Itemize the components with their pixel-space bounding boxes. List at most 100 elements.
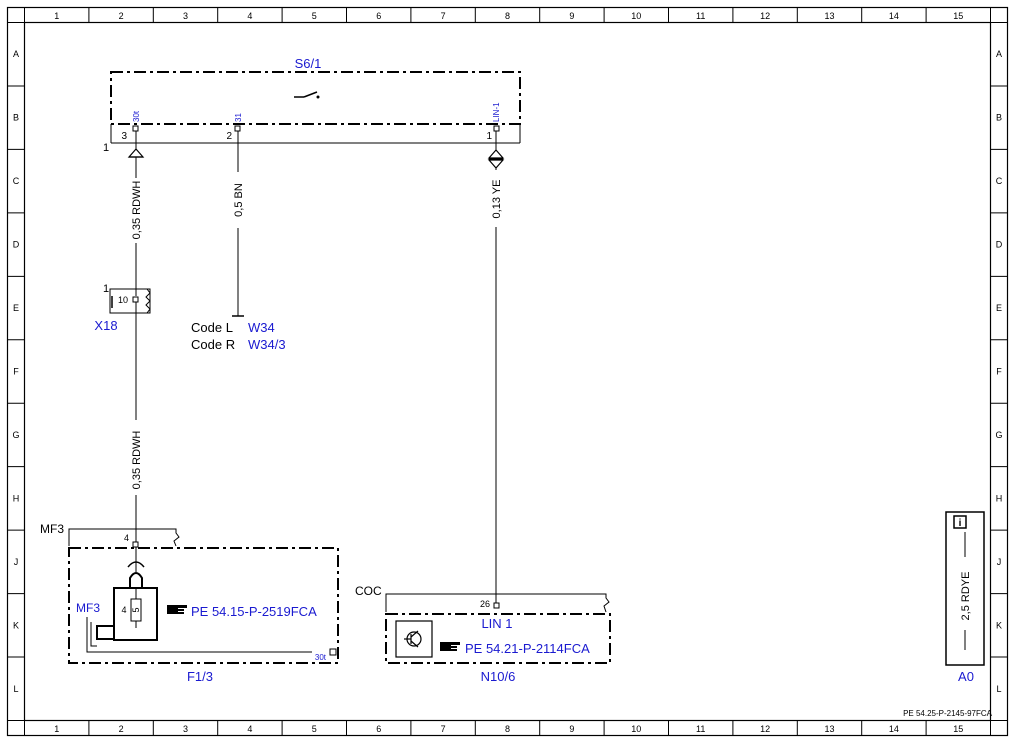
row-letter: L xyxy=(13,684,18,694)
row-letter: C xyxy=(996,176,1003,186)
fuse-rating: 5 xyxy=(131,607,141,612)
row-letter: J xyxy=(14,557,19,567)
connector-arrow-icon xyxy=(127,148,145,158)
legend-label: A0 xyxy=(958,669,974,684)
f1-3-label: F1/3 xyxy=(187,669,213,684)
row-letter: K xyxy=(13,620,19,630)
reference-hand-icon xyxy=(167,605,187,614)
column-number: 5 xyxy=(312,11,317,21)
code-r-value: W34/3 xyxy=(248,337,286,352)
column-number: 8 xyxy=(505,11,510,21)
column-number: 14 xyxy=(889,11,899,21)
column-number: 12 xyxy=(760,724,770,734)
column-number: 3 xyxy=(183,11,188,21)
row-letter: B xyxy=(13,113,19,123)
s6-1-box xyxy=(110,71,521,125)
pin-terminal xyxy=(132,541,139,548)
row-letter: E xyxy=(996,303,1002,313)
row-letter: G xyxy=(12,430,19,440)
pin-number-3: 3 xyxy=(121,131,127,142)
s6-1-ground-ref: 1 xyxy=(103,142,109,154)
column-number: 7 xyxy=(441,11,446,21)
column-number: 9 xyxy=(569,724,574,734)
pin-name-lin-1: LIN-1 xyxy=(492,102,501,122)
column-number: 1 xyxy=(54,11,59,21)
info-icon-glyph: i xyxy=(959,518,962,529)
column-number: 13 xyxy=(824,724,834,734)
legend-wire: 2,5 RDYE xyxy=(960,572,972,621)
reference-hand-icon xyxy=(440,642,460,651)
column-number: 14 xyxy=(889,724,899,734)
info-icon xyxy=(953,515,967,529)
f1-3-pin: 4 xyxy=(124,533,129,543)
n10-6-bus: LIN 1 xyxy=(481,616,512,631)
column-number: 2 xyxy=(119,11,124,21)
row-letter: K xyxy=(996,620,1002,630)
row-letter: F xyxy=(13,367,19,377)
fuse-pin: 4 xyxy=(121,605,126,615)
pin-name-30t: 30t xyxy=(132,110,141,122)
f1-3-reference: PE 54.15-P-2519FCA xyxy=(191,604,317,619)
pin-number-1: 1 xyxy=(486,131,492,142)
column-number: 1 xyxy=(54,724,59,734)
pin-terminal xyxy=(329,648,337,656)
f1-3-connector-label: MF3 xyxy=(40,522,64,536)
column-number: 15 xyxy=(953,724,963,734)
column-number: 4 xyxy=(247,11,252,21)
column-number: 9 xyxy=(569,11,574,21)
pin-name-31: 31 xyxy=(234,113,243,122)
column-ruler: 1122334455667788991010111112121313141415… xyxy=(24,7,991,736)
x18-pin: 10 xyxy=(118,295,128,305)
drawing-number: PE 54.25-P-2145-97FCA xyxy=(903,709,993,718)
column-number: 5 xyxy=(312,724,317,734)
row-letter: D xyxy=(13,240,20,250)
pin-terminal xyxy=(132,125,139,132)
n10-6-connector-label: COC xyxy=(355,584,382,598)
fuse-icon xyxy=(96,547,158,641)
code-r-label: Code R xyxy=(191,337,235,352)
row-letter: F xyxy=(996,367,1002,377)
code-l-value: W34 xyxy=(248,320,275,335)
wire-label-0-35-rdwh: 0,35 RDWH xyxy=(131,181,143,240)
legend-box xyxy=(945,511,985,666)
inner-frame xyxy=(23,21,992,722)
column-number: 15 xyxy=(953,11,963,21)
row-letter: H xyxy=(13,493,20,503)
mf3-connector-outline xyxy=(68,528,180,547)
column-number: 10 xyxy=(631,724,641,734)
f1-3-box xyxy=(68,547,339,664)
row-letter: A xyxy=(13,49,19,59)
column-number: 6 xyxy=(376,724,381,734)
pin-terminal xyxy=(234,125,241,132)
break-symbol xyxy=(145,288,151,314)
f1-3-out-pin: 30t xyxy=(315,653,327,662)
column-number: 6 xyxy=(376,11,381,21)
n10-6-label: N10/6 xyxy=(481,669,516,684)
row-letter: L xyxy=(996,684,1001,694)
wire-label-0-5-bn: 0,5 BN xyxy=(233,183,245,217)
x18-connector xyxy=(109,288,151,314)
wire-label-0-35-rdwh: 0,35 RDWH xyxy=(131,431,143,490)
column-number: 10 xyxy=(631,11,641,21)
row-letter: D xyxy=(996,240,1003,250)
mf3-ground-line xyxy=(86,617,312,653)
column-number: 3 xyxy=(183,724,188,734)
n10-6-reference: PE 54.21-P-2114FCA xyxy=(465,641,590,656)
pin-number-2: 2 xyxy=(226,131,232,142)
column-number: 2 xyxy=(119,724,124,734)
row-letter: H xyxy=(996,493,1003,503)
x18-label: X18 xyxy=(94,318,117,333)
column-number: 8 xyxy=(505,724,510,734)
row-letter: A xyxy=(996,49,1002,59)
column-number: 12 xyxy=(760,11,770,21)
column-number: 11 xyxy=(696,11,705,21)
outer-frame xyxy=(6,6,1009,737)
column-number: 11 xyxy=(696,724,705,734)
row-letter: C xyxy=(13,176,20,186)
row-letter: B xyxy=(996,113,1002,123)
coc-connector-outline xyxy=(385,593,610,613)
s6-1-label: S6/1 xyxy=(295,56,322,71)
wire-label-0-13-ye: 0,13 YE xyxy=(491,180,503,219)
column-number: 4 xyxy=(247,724,252,734)
